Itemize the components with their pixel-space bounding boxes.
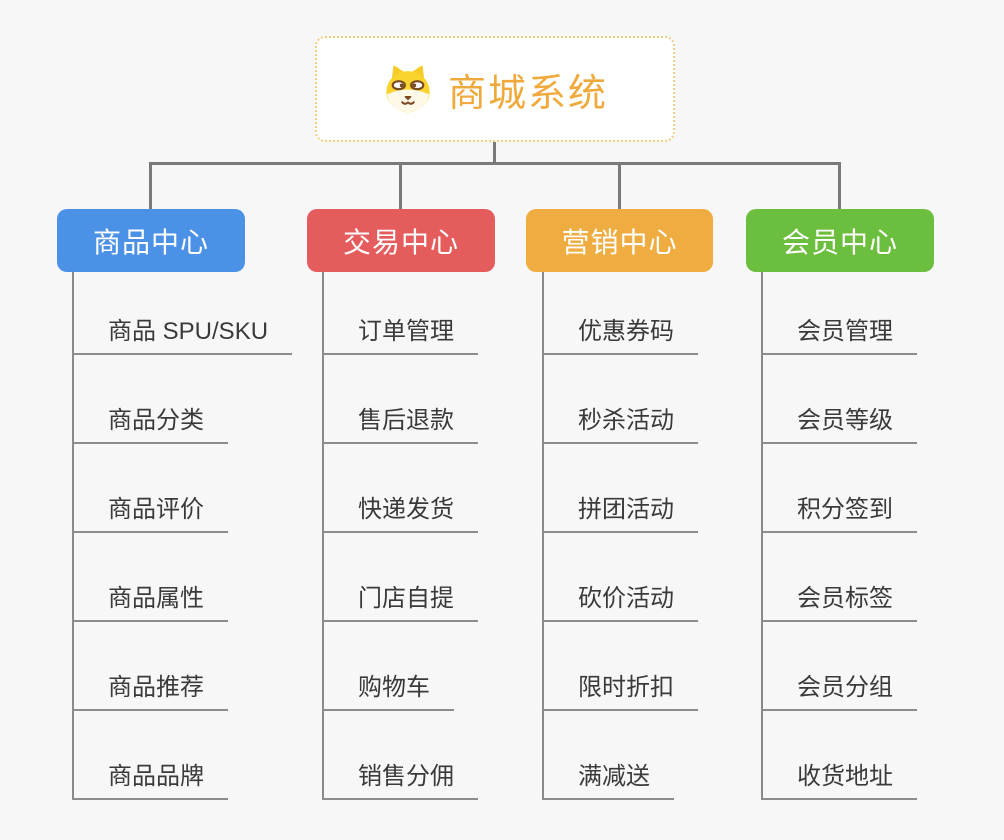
connector-root-trunk xyxy=(493,140,496,164)
branch-topic-trade-center[interactable]: 交易中心 xyxy=(307,209,495,272)
child-column-product-center: 商品 SPU/SKU 商品分类商品评价商品属性商品推荐商品品牌 xyxy=(72,266,293,800)
connector-drop-trade xyxy=(399,162,402,210)
child-topic[interactable]: 优惠券码 xyxy=(542,266,698,355)
child-topic[interactable]: 商品属性 xyxy=(72,533,228,622)
column-trunk-marketing xyxy=(542,271,544,800)
column-trunk-member xyxy=(761,271,763,800)
connector-drop-member xyxy=(838,162,841,210)
child-topic-label: 拼团活动 xyxy=(578,496,674,523)
child-topic[interactable]: 限时折扣 xyxy=(542,622,698,711)
child-topic[interactable]: 销售分佣 xyxy=(322,711,478,800)
child-topic[interactable]: 会员分组 xyxy=(761,622,917,711)
child-topic[interactable]: 商品分类 xyxy=(72,355,228,444)
child-topic-label: 会员等级 xyxy=(797,407,893,434)
child-topic[interactable]: 秒杀活动 xyxy=(542,355,698,444)
child-topic[interactable]: 会员管理 xyxy=(761,266,917,355)
column-trunk-trade xyxy=(322,271,324,800)
child-topic[interactable]: 门店自提 xyxy=(322,533,478,622)
child-topic-label: 门店自提 xyxy=(358,585,454,612)
child-topic[interactable]: 商品 SPU/SKU xyxy=(72,266,293,355)
child-topic-label: 商品分类 xyxy=(108,407,204,434)
child-topic-label: 购物车 xyxy=(358,674,430,701)
child-topic-label: 商品品牌 xyxy=(108,763,204,790)
connector-horizontal-bar xyxy=(149,162,840,165)
child-topic-label: 优惠券码 xyxy=(578,318,674,345)
root-topic-title: 商城系统 xyxy=(447,72,608,115)
child-topic-label: 商品属性 xyxy=(108,585,204,612)
branch-topic-marketing-center[interactable]: 营销中心 xyxy=(526,209,713,272)
child-topic-label: 收货地址 xyxy=(797,763,893,790)
child-topic[interactable]: 积分签到 xyxy=(761,444,917,533)
child-topic[interactable]: 快递发货 xyxy=(322,444,478,533)
child-topic[interactable]: 商品品牌 xyxy=(72,711,228,800)
branch-topic-label: 商品中心 xyxy=(92,226,209,258)
child-topic-label: 砍价活动 xyxy=(578,585,674,612)
branch-topic-member-center[interactable]: 会员中心 xyxy=(746,209,934,272)
branch-topic-label: 营销中心 xyxy=(561,226,678,258)
child-column-marketing-center: 优惠券码秒杀活动拼团活动砍价活动限时折扣满减送 xyxy=(542,266,698,800)
child-topic-label: 商品评价 xyxy=(108,496,204,523)
child-topic[interactable]: 商品推荐 xyxy=(72,622,228,711)
column-trunk-products xyxy=(72,271,74,800)
child-topic-label: 满减送 xyxy=(578,763,650,790)
dog-face-icon xyxy=(382,64,434,114)
child-topic-label: 售后退款 xyxy=(358,407,454,434)
child-topic[interactable]: 订单管理 xyxy=(322,266,478,355)
child-topic-label: 会员分组 xyxy=(797,674,893,701)
root-topic[interactable]: 商城系统 xyxy=(315,36,675,142)
connector-drop-marketing xyxy=(618,162,621,210)
child-topic-label: 会员标签 xyxy=(797,585,893,612)
branch-topic-label: 会员中心 xyxy=(781,226,898,258)
child-topic-label: 销售分佣 xyxy=(358,763,454,790)
child-topic[interactable]: 砍价活动 xyxy=(542,533,698,622)
child-topic[interactable]: 会员等级 xyxy=(761,355,917,444)
branch-topic-label: 交易中心 xyxy=(342,226,459,258)
child-topic-label: 限时折扣 xyxy=(578,674,674,701)
child-topic[interactable]: 会员标签 xyxy=(761,533,917,622)
child-topic-label: 会员管理 xyxy=(797,318,893,345)
connector-drop-products xyxy=(149,162,152,210)
child-topic-label: 商品 SPU/SKU xyxy=(108,318,269,345)
child-topic-label: 快递发货 xyxy=(358,496,454,523)
child-topic[interactable]: 商品评价 xyxy=(72,444,228,533)
branch-topic-product-center[interactable]: 商品中心 xyxy=(57,209,245,272)
child-column-trade-center: 订单管理售后退款快递发货门店自提购物车销售分佣 xyxy=(322,266,478,800)
child-topic-label: 秒杀活动 xyxy=(578,407,674,434)
child-topic[interactable]: 售后退款 xyxy=(322,355,478,444)
child-topic[interactable]: 满减送 xyxy=(542,711,674,800)
child-topic-label: 订单管理 xyxy=(358,318,454,345)
child-topic[interactable]: 购物车 xyxy=(322,622,454,711)
child-topic[interactable]: 收货地址 xyxy=(761,711,917,800)
child-topic-label: 积分签到 xyxy=(797,496,893,523)
child-topic[interactable]: 拼团活动 xyxy=(542,444,698,533)
child-column-member-center: 会员管理会员等级积分签到会员标签会员分组收货地址 xyxy=(761,266,917,800)
child-topic-label: 商品推荐 xyxy=(108,674,204,701)
